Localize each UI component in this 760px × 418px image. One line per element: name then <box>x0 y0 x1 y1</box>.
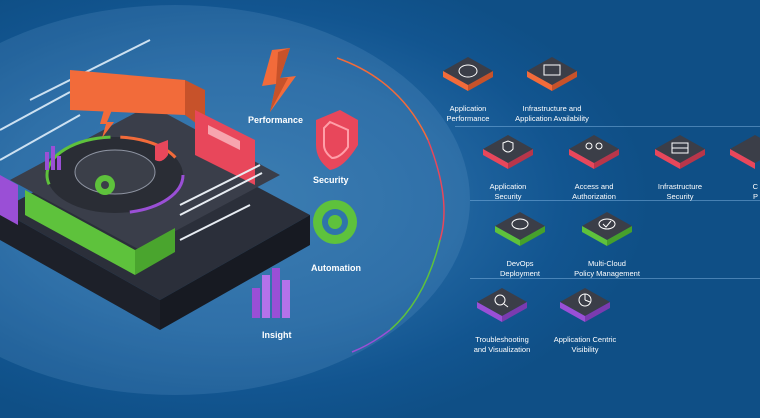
tile-devops-deployment: DevOps Deployment <box>465 210 575 279</box>
gear-cycle-icon <box>313 200 357 244</box>
lightning-icon <box>262 48 296 112</box>
cloud-check-icon <box>582 212 632 246</box>
firewall-icon <box>655 135 705 169</box>
shield-icon <box>316 110 358 170</box>
tile-application-security: Application Security <box>453 133 563 202</box>
users-lock-icon <box>569 135 619 169</box>
bar-chart-icon <box>252 268 290 318</box>
category-automation-label: Automation <box>311 263 361 273</box>
magnifier-chart-icon <box>477 288 527 322</box>
tile-access-authorization: Access and Authorization <box>539 133 649 202</box>
cloud-gear-icon <box>495 212 545 246</box>
tile-infrastructure-availability: Infrastructure and Application Availabil… <box>497 55 607 124</box>
tile-multicloud-policy: Multi-Cloud Policy Management <box>552 210 662 279</box>
cloud-icon <box>730 135 760 169</box>
tile-application-visibility: Application Centric Visibility <box>530 286 640 355</box>
separator <box>455 126 760 127</box>
tile-infrastructure-security: Infrastructure Security <box>625 133 735 202</box>
pie-chart-icon <box>560 288 610 322</box>
separator <box>470 278 760 279</box>
gauge-icon <box>443 57 493 91</box>
tile-troubleshooting: Troubleshooting and Visualization <box>447 286 557 355</box>
tile-partial-security: C P <box>700 133 760 202</box>
shield-icon <box>483 135 533 169</box>
server-clock-icon <box>527 57 577 91</box>
category-performance-label: Performance <box>248 115 304 125</box>
category-insight-label: Insight <box>262 330 292 340</box>
tile-application-performance: Application Performance <box>413 55 523 124</box>
separator <box>470 200 760 201</box>
category-security-label: Security <box>313 175 349 185</box>
